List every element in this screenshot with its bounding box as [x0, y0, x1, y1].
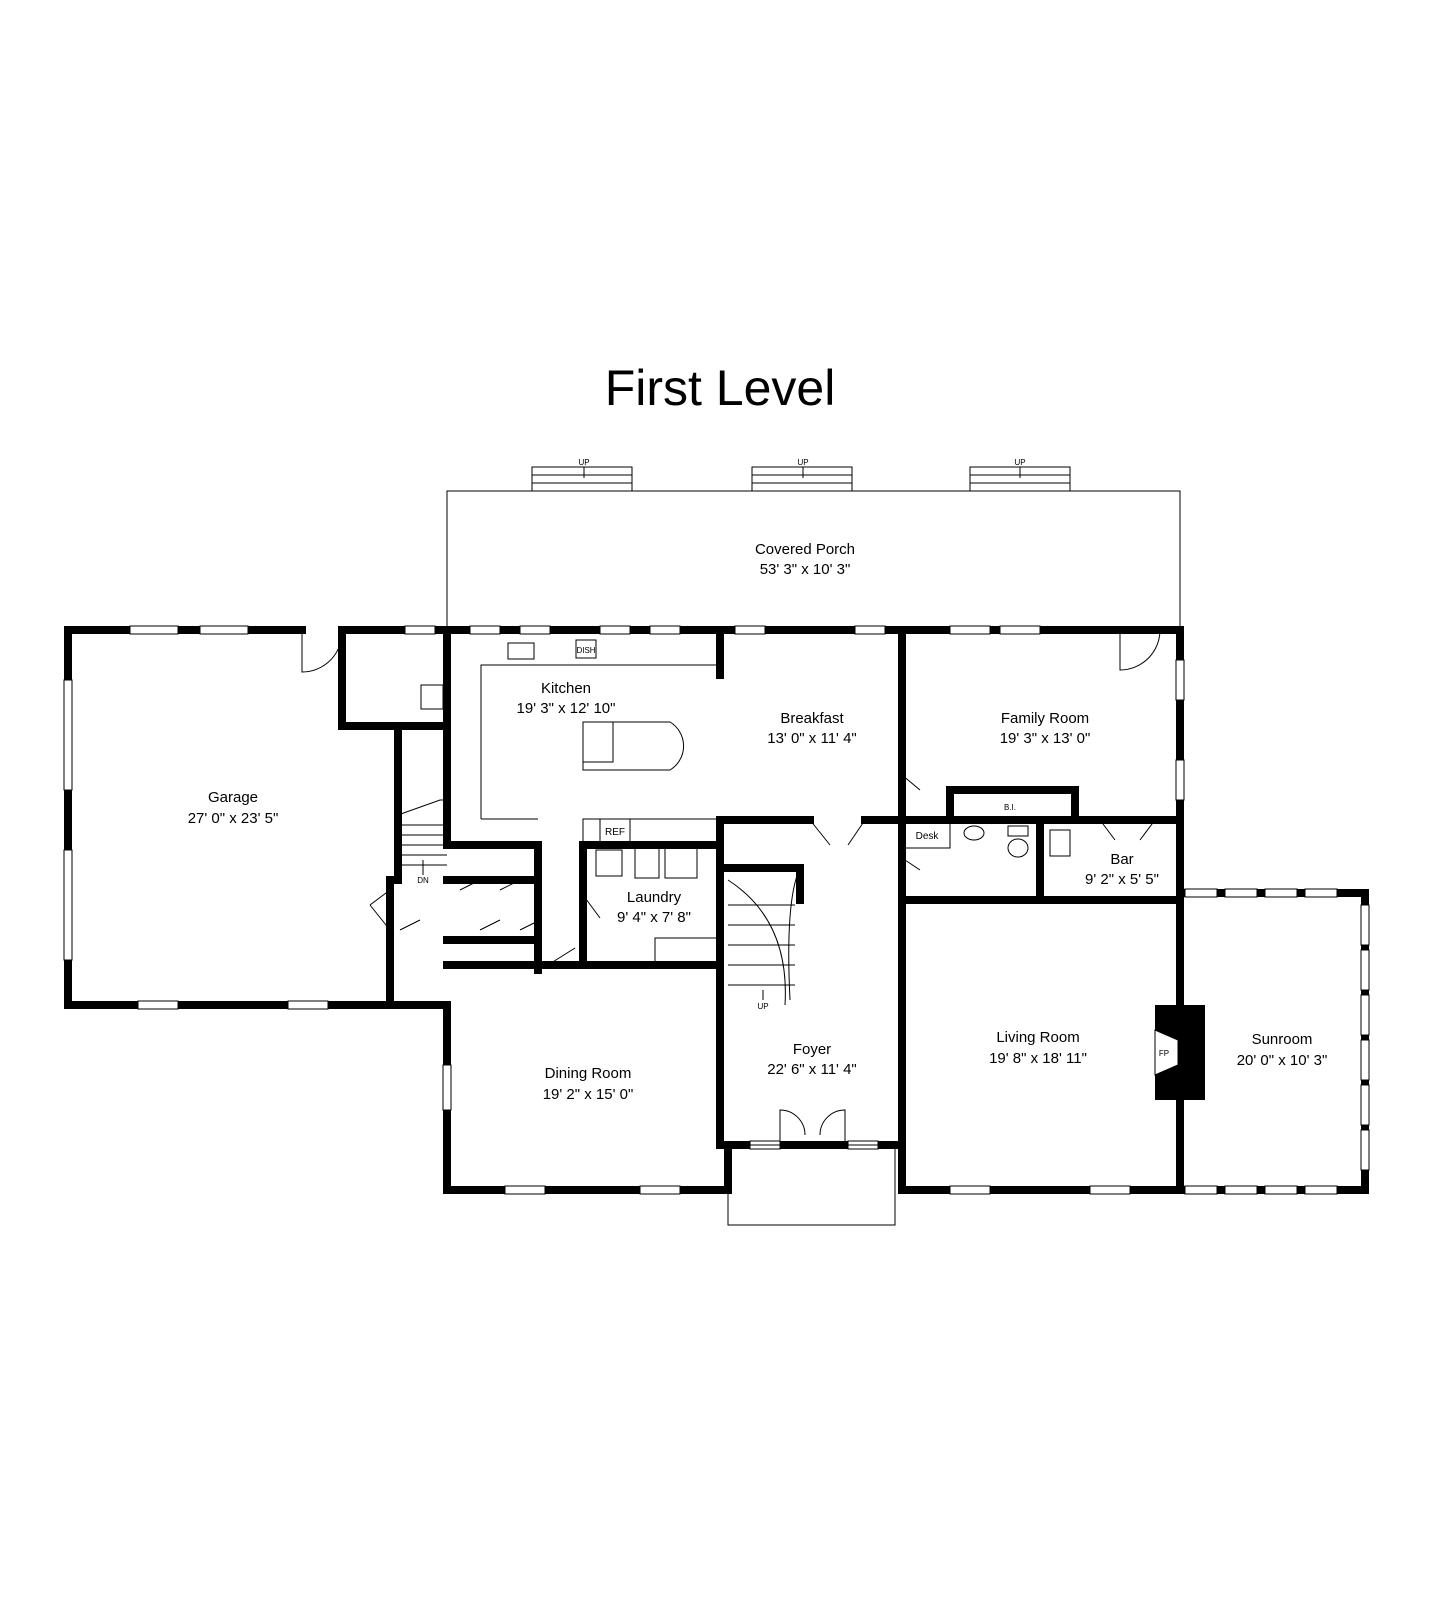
- plan-title: First Level: [605, 360, 836, 416]
- breakfast-name: Breakfast: [780, 710, 844, 727]
- windows: [63, 625, 1370, 1195]
- desk-label: Desk: [916, 831, 940, 842]
- family-room-name: Family Room: [1001, 710, 1089, 727]
- dining-room-dim: 19' 2" x 15' 0": [543, 1086, 634, 1103]
- bar-dim: 9' 2" x 5' 5": [1085, 871, 1159, 888]
- step-up-label-2: UP: [797, 458, 808, 467]
- kitchen-counters: DISH REF: [420, 639, 721, 846]
- living-room-dim: 19' 8" x 18' 11": [989, 1050, 1087, 1067]
- dishwasher-label: DISH: [576, 646, 595, 655]
- garage-dim: 27' 0" x 23' 5": [188, 810, 279, 827]
- built-in-label: B.I.: [1004, 803, 1016, 812]
- step-up-label-1: UP: [578, 458, 589, 467]
- doors: [301, 629, 1161, 1145]
- breakfast-dim: 13' 0" x 11' 4": [767, 730, 857, 747]
- sunroom-dim: 20' 0" x 10' 3": [1237, 1052, 1328, 1069]
- laundry-dim: 9' 4" x 7' 8": [617, 909, 691, 926]
- front-stoop: [727, 1144, 896, 1226]
- step-up-label-3: UP: [1014, 458, 1025, 467]
- refrigerator-label: REF: [605, 827, 625, 838]
- dining-room-name: Dining Room: [545, 1065, 632, 1082]
- bar-name: Bar: [1110, 851, 1133, 868]
- foyer-name: Foyer: [793, 1041, 831, 1058]
- covered-porch-dim: 53' 3" x 10' 3": [760, 561, 851, 578]
- room-labels: Covered Porch 53' 3" x 10' 3" Garage 27'…: [188, 541, 1328, 1103]
- covered-porch-name: Covered Porch: [755, 541, 855, 558]
- living-room-name: Living Room: [996, 1029, 1079, 1046]
- family-room-dim: 19' 3" x 13' 0": [1000, 730, 1091, 747]
- stairs-up-label: UP: [757, 1002, 768, 1011]
- main-staircase: UP: [727, 867, 801, 1011]
- garage-name: Garage: [208, 789, 258, 806]
- kitchen-name: Kitchen: [541, 680, 591, 697]
- porch-steps: UP UP UP: [531, 458, 1071, 492]
- fixtures: Desk B.I.: [901, 803, 1071, 858]
- fireplace: FP: [1154, 1005, 1205, 1100]
- sunroom-name: Sunroom: [1252, 1031, 1313, 1048]
- interior-walls: [338, 626, 1184, 1194]
- laundry-name: Laundry: [627, 889, 682, 906]
- fireplace-label: FP: [1159, 1049, 1169, 1058]
- laundry-fixtures: [595, 847, 721, 966]
- stairs-down-label: DN: [417, 876, 429, 885]
- covered-porch-outline: [446, 490, 1181, 629]
- back-stairs: DN: [397, 799, 447, 885]
- kitchen-dim: 19' 3" x 12' 10": [517, 700, 616, 717]
- foyer-dim: 22' 6" x 11' 4": [767, 1061, 857, 1078]
